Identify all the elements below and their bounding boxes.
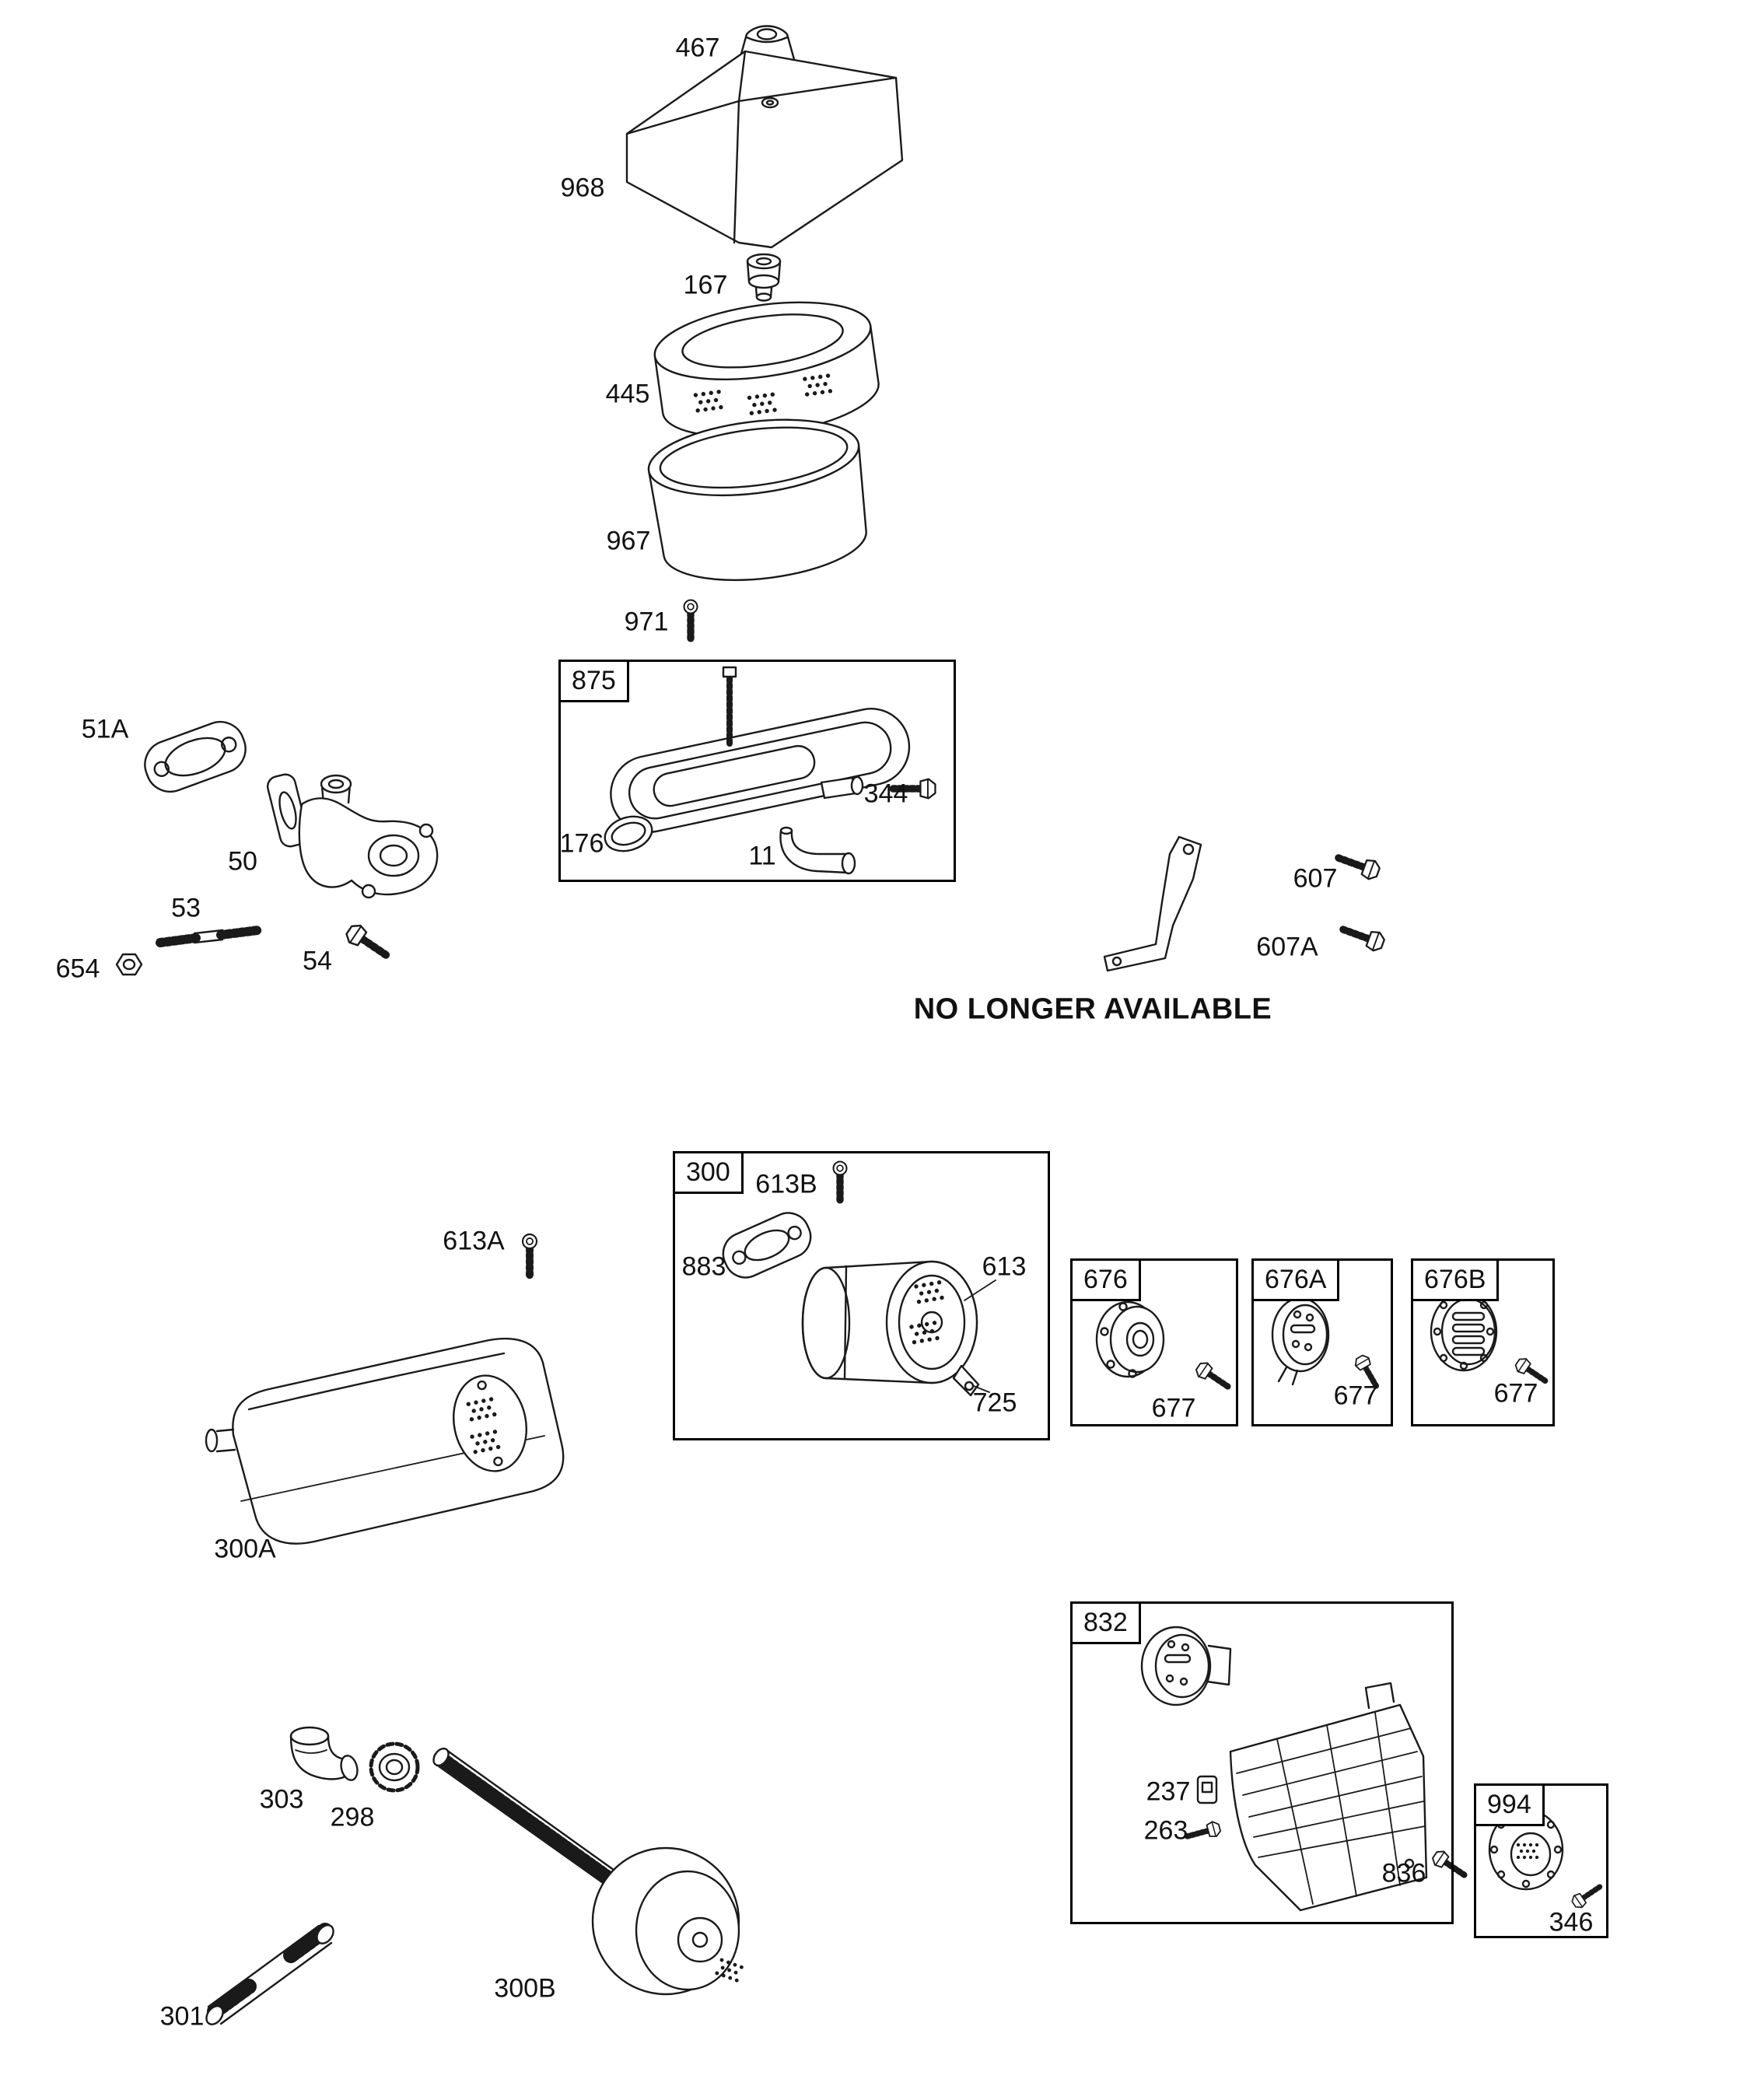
group-box-875-tag: 875	[561, 662, 629, 703]
screw-971	[684, 600, 698, 639]
gasket-51A	[144, 720, 247, 793]
part-label-300B: 300B	[494, 1973, 556, 2004]
part-label-176: 176	[559, 828, 604, 859]
clamp-237	[1196, 1775, 1218, 1804]
air-cleaner-base-875	[610, 666, 911, 834]
group-box-676A-tag: 676A	[1254, 1261, 1340, 1302]
part-label-613B: 613B	[755, 1169, 817, 1199]
bracket-no-longer-available	[1103, 835, 1202, 972]
part-label-237: 237	[1146, 1776, 1191, 1807]
no-longer-available-note: NO LONGER AVAILABLE	[913, 992, 1272, 1026]
group-box-994-tag: 994	[1476, 1786, 1545, 1827]
group-box-832-tag: 832	[1073, 1604, 1141, 1645]
group-box-676B-tag: 676B	[1413, 1261, 1500, 1302]
group-box-676: 676	[1070, 1258, 1238, 1426]
screw-607	[1335, 849, 1381, 881]
group-box-994: 994	[1474, 1783, 1608, 1938]
part-label-677-3: 677	[1493, 1378, 1538, 1409]
group-box-832: 832	[1070, 1601, 1454, 1924]
part-label-346: 346	[1549, 1907, 1594, 1937]
part-label-654: 654	[55, 954, 100, 984]
part-label-613A: 613A	[443, 1226, 505, 1256]
part-label-883: 883	[681, 1251, 726, 1282]
muffler-guard-832	[1229, 1682, 1428, 1912]
screw-54	[344, 922, 392, 963]
cap-676B	[1430, 1291, 1498, 1372]
pre-cleaner-967	[647, 418, 867, 581]
screw-607A	[1340, 920, 1386, 953]
part-label-50: 50	[228, 846, 257, 877]
part-label-613: 613	[982, 1251, 1027, 1282]
part-label-677-1: 677	[1151, 1393, 1196, 1423]
part-label-344: 344	[863, 779, 908, 809]
part-label-301: 301	[159, 2001, 205, 2032]
heat-shield-cap-832	[1140, 1626, 1232, 1706]
air-filter-cartridge-445	[653, 301, 880, 438]
part-label-263: 263	[1143, 1815, 1188, 1846]
part-label-167: 167	[683, 270, 728, 300]
group-box-300-tag: 300	[675, 1153, 744, 1195]
flange-994	[1488, 1808, 1564, 1891]
part-label-303: 303	[259, 1784, 304, 1815]
part-label-967: 967	[606, 526, 651, 556]
part-label-51A: 51A	[81, 714, 129, 744]
gasket-883	[722, 1212, 812, 1279]
muffler-300B	[432, 1747, 745, 1996]
part-label-725: 725	[972, 1388, 1017, 1418]
group-box-875: 875	[558, 660, 956, 882]
pipe-elbow-303	[289, 1726, 359, 1781]
intake-elbow-50	[266, 773, 439, 899]
lock-nut-298	[369, 1741, 420, 1793]
part-label-968: 968	[560, 173, 605, 203]
part-label-54: 54	[303, 946, 332, 976]
group-box-676B: 676B	[1411, 1258, 1555, 1426]
part-label-467: 467	[675, 33, 720, 63]
elbow-tube-11	[779, 826, 856, 875]
gasket-176	[604, 815, 653, 852]
part-label-53: 53	[171, 893, 201, 923]
air-cleaner-cover-968	[625, 50, 904, 249]
part-label-298: 298	[330, 1802, 375, 1832]
part-label-11: 11	[748, 841, 776, 871]
pipe-nipple-301	[205, 1923, 334, 2025]
muffler-613	[801, 1260, 996, 1397]
part-label-677-2: 677	[1333, 1381, 1378, 1411]
part-label-607A: 607A	[1256, 932, 1318, 962]
part-label-300A: 300A	[214, 1534, 276, 1564]
group-box-676-tag: 676	[1073, 1261, 1141, 1302]
part-label-836: 836	[1381, 1858, 1426, 1888]
cap-676	[1095, 1300, 1165, 1378]
part-label-971: 971	[624, 607, 669, 637]
screw-613A	[523, 1234, 537, 1275]
stud-53	[156, 926, 263, 947]
nut-654	[115, 953, 143, 976]
group-box-300: 300	[673, 1151, 1050, 1440]
muffler-300A	[205, 1337, 565, 1545]
part-label-607: 607	[1293, 863, 1338, 894]
grommet-167	[746, 253, 782, 302]
part-label-445: 445	[605, 379, 650, 409]
group-box-676A: 676A	[1251, 1258, 1393, 1426]
